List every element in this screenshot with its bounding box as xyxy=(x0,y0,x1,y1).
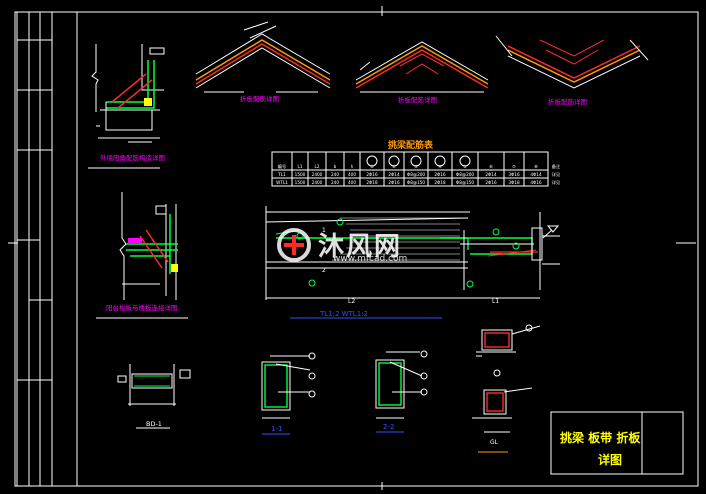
table-cell: 2Φ16 xyxy=(434,172,446,177)
title-line1: 挑梁 板带 折板 xyxy=(560,430,641,445)
table-title: 挑梁配筋表 xyxy=(388,139,434,151)
fold-plate-2 xyxy=(355,41,489,93)
table-cell: 1500 xyxy=(295,180,306,185)
table-cell: WTL1 xyxy=(276,180,288,185)
table-cell: Φ8@200 xyxy=(407,172,425,177)
table-cell: 详见 xyxy=(552,179,560,186)
table-header-cell: ⑤ xyxy=(463,164,467,169)
table-cell: 4Φ14 xyxy=(530,172,542,177)
table-header-cell: 备注 xyxy=(552,163,561,170)
table-cell: 400 xyxy=(348,180,356,185)
table-cell: Φ8@150 xyxy=(456,180,474,185)
fold-plate-1 xyxy=(195,21,331,93)
beam-caption: TL1:2 WTL1:2 xyxy=(319,310,368,318)
table-cell: 400 xyxy=(348,172,356,177)
table-text: 编号 L1 L2 b h ① ② ③ ④ ⑤ ⑥ ⑦ ⑧ 备注 TL1 1500 2400 240 400 2Φ16 2… xyxy=(276,163,561,186)
table-cell: 2Φ18 xyxy=(366,180,378,185)
table-header-cell: ④ xyxy=(438,164,442,169)
table-header-cell: h xyxy=(351,164,354,169)
gl-sections xyxy=(472,324,541,453)
table-cell: 2400 xyxy=(312,180,323,185)
section-1-1 xyxy=(261,352,316,435)
fold2-label: 折板配筋详图 xyxy=(398,95,437,104)
label-l1: L1 xyxy=(492,298,499,305)
fold1-label: 折板配筋详图 xyxy=(240,94,279,103)
table-cell: 2Φ16 xyxy=(366,172,378,177)
table-cell: 240 xyxy=(331,180,339,185)
table-cell: TL1 xyxy=(277,172,286,177)
table-cell: 1500 xyxy=(295,172,306,177)
corner-detail-1 xyxy=(88,44,165,169)
table-header-cell: ③ xyxy=(414,164,418,169)
table-header-cell: 编号 xyxy=(278,163,286,170)
table-header-cell: ⑧ xyxy=(534,164,538,169)
table-cell: 详见 xyxy=(552,171,560,178)
corner-detail-2 xyxy=(96,192,188,319)
table-header-cell: ⑦ xyxy=(512,164,516,169)
table-cell: Φ8@200 xyxy=(456,172,474,177)
table-cell: 2Φ14 xyxy=(485,172,497,177)
table-cell: 2Φ14 xyxy=(388,172,400,177)
table-cell: 4Φ16 xyxy=(530,180,542,185)
table-cell: Φ8@150 xyxy=(407,180,425,185)
table-cell: 2400 xyxy=(312,172,323,177)
label-n1: 1 xyxy=(322,227,326,234)
rebar-table xyxy=(271,151,549,187)
table-cell: 3Φ18 xyxy=(508,180,520,185)
label-n2: 2 xyxy=(322,267,326,274)
table-cell: 3Φ16 xyxy=(508,172,520,177)
watermark-text: 沐风网 xyxy=(318,232,403,262)
table-header-cell: ② xyxy=(392,164,396,169)
bd1-label: BD-1 xyxy=(146,420,162,428)
table-header-cell: ① xyxy=(370,164,374,169)
table-cell: 2Φ18 xyxy=(434,180,446,185)
beam-elevation xyxy=(265,206,560,319)
watermark-logo-icon xyxy=(277,228,311,262)
table-cell: 2Φ16 xyxy=(388,180,400,185)
table-header-cell: b xyxy=(334,164,337,169)
s11-label: 1-1 xyxy=(271,425,282,433)
corner1-label: 外墙阳角配筋构造详图 xyxy=(100,153,165,162)
label-l2: L2 xyxy=(348,298,355,305)
sheet-frame xyxy=(8,6,699,490)
fold-plate-3 xyxy=(495,35,649,89)
table-cell: 2Φ16 xyxy=(485,180,497,185)
table-header-cell: L1 xyxy=(298,164,303,169)
title-line2: 详图 xyxy=(598,452,622,467)
title-block xyxy=(550,411,684,475)
gl-label: GL xyxy=(490,439,499,446)
table-header-cell: L2 xyxy=(315,164,320,169)
section-2-2 xyxy=(375,350,428,433)
table-header-cell: ⑥ xyxy=(489,164,493,169)
corner2-label: 阳台栏板与楼板连接详图 xyxy=(106,303,178,312)
fold3-label: 折板配筋详图 xyxy=(548,97,587,106)
bd1-detail xyxy=(117,364,191,429)
table-cell: 240 xyxy=(331,172,339,177)
watermark-url: www.mfcad.com xyxy=(333,254,408,264)
s22-label: 2-2 xyxy=(383,423,394,431)
